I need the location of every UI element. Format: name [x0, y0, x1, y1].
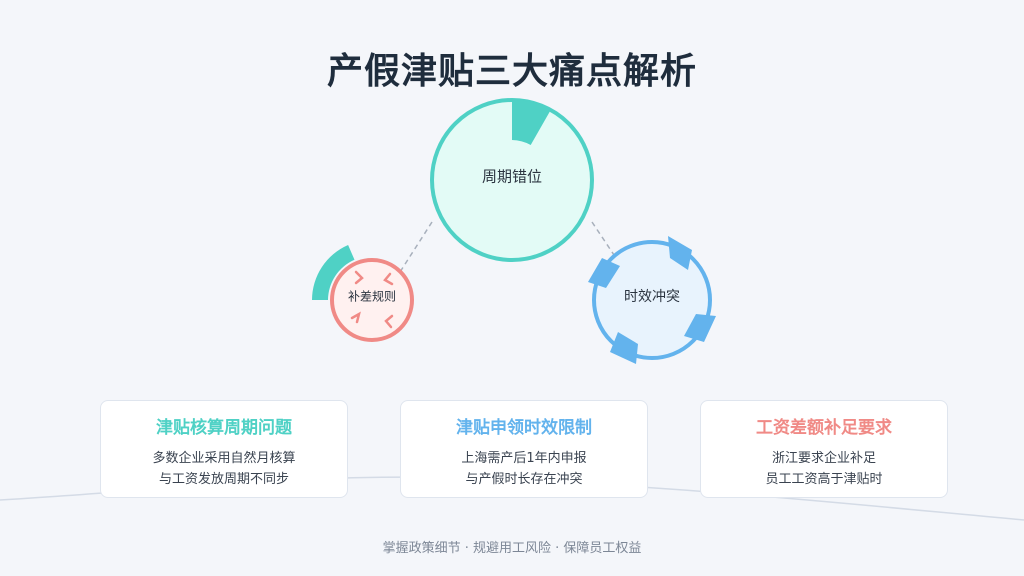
connector-right	[591, 221, 617, 259]
card-cycle-issue: 津贴核算周期问题 多数企业采用自然月核算 与工资发放周期不同步	[100, 400, 348, 498]
card-time-limit: 津贴申领时效限制 上海需产后1年内申报 与产假时长存在冲突	[400, 400, 648, 498]
card-line: 与工资发放周期不同步	[158, 472, 289, 487]
footer-tagline: 掌握政策细节 · 规避用工风险 · 保障员工权益	[382, 541, 642, 556]
left-circle-marks	[350, 270, 394, 329]
card-line: 浙江要求企业补足	[771, 451, 876, 466]
page-title: 产假津贴三大痛点解析	[326, 51, 697, 92]
left-arc-accent	[312, 245, 355, 300]
card-title: 津贴核算周期问题	[156, 418, 292, 438]
right-circle	[592, 240, 712, 360]
card-body: 浙江要求企业补足 员工工资高于津贴时	[701, 448, 947, 490]
main-arc-accent	[512, 100, 551, 145]
left-circle-label: 补差规则	[347, 289, 397, 304]
card-line: 多数企业采用自然月核算	[152, 451, 296, 466]
card-line: 上海需产后1年内申报	[461, 451, 587, 466]
right-circle-segments	[588, 236, 716, 364]
right-circle-label: 时效冲突	[624, 289, 680, 305]
card-wage-difference: 工资差额补足要求 浙江要求企业补足 员工工资高于津贴时	[700, 400, 948, 498]
card-title: 工资差额补足要求	[756, 418, 892, 438]
main-circle-label: 周期错位	[481, 167, 543, 186]
card-line: 员工工资高于津贴时	[765, 472, 883, 487]
card-body: 多数企业采用自然月核算 与工资发放周期不同步	[101, 448, 347, 490]
card-line: 与产假时长存在冲突	[465, 472, 583, 487]
left-circle	[330, 258, 414, 342]
connector-left	[399, 221, 433, 273]
card-title: 津贴申领时效限制	[456, 418, 592, 438]
card-body: 上海需产后1年内申报 与产假时长存在冲突	[401, 448, 647, 490]
